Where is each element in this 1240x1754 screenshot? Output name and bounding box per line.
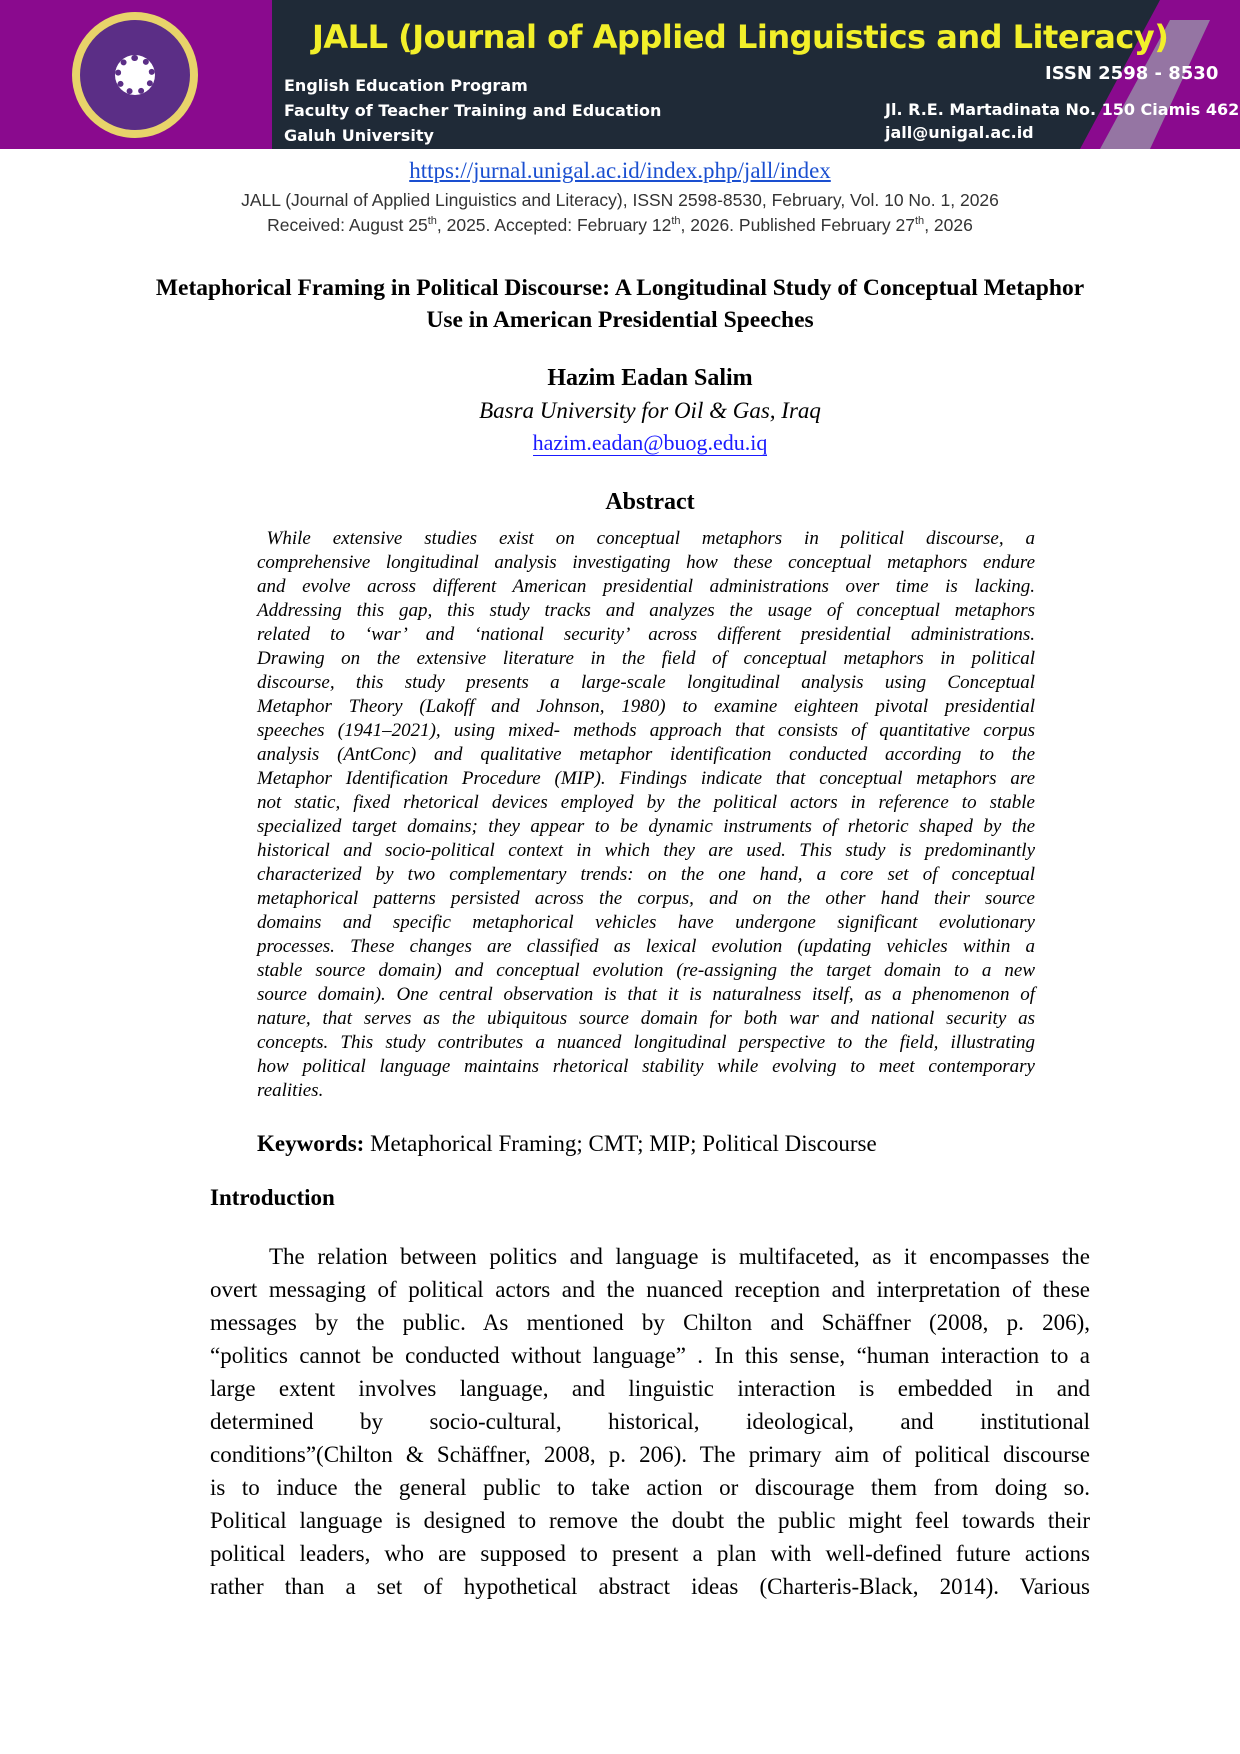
text-line: Metaphor Identification Procedure (MIP).… (257, 768, 1035, 789)
text-line: source domain). One central observation … (257, 984, 1035, 1005)
accepted-date: , 2025. Accepted: February 12 (436, 215, 672, 235)
introduction-text: The relation between politics and langua… (210, 1240, 1090, 1603)
text-line: analysis (AntConc) and qualitative metap… (257, 744, 1035, 765)
journal-citation-line: JALL (Journal of Applied Linguistics and… (241, 190, 999, 210)
published-year: , 2026 (924, 215, 973, 235)
university-seal-logo (72, 12, 198, 138)
text-line: specialized target domains; they appear … (257, 816, 1035, 837)
abstract-text: While extensive studies exist on concept… (257, 527, 1035, 1103)
text-line: domains and specific metaphorical vehicl… (257, 912, 1035, 933)
text-line: stable source domain) and conceptual evo… (257, 960, 1035, 981)
text-line: and evolve across different American pre… (257, 576, 1035, 597)
banner-decoration (1080, 0, 1240, 149)
text-line: speeches (1941–2021), using mixed- metho… (257, 720, 1035, 741)
keywords: Keywords: Metaphorical Framing; CMT; MIP… (257, 1131, 877, 1157)
text-line: comprehensive longitudinal analysis inve… (257, 552, 1035, 573)
banner-university: Galuh University (284, 126, 434, 145)
banner-issn: ISSN 2598 - 8530 (1045, 63, 1219, 84)
text-line: “politics cannot be conducted without la… (210, 1343, 1090, 1368)
banner-faculty: Faculty of Teacher Training and Educatio… (284, 101, 662, 120)
text-line: characterized by two complementary trend… (257, 864, 1035, 885)
introduction-heading: Introduction (210, 1185, 335, 1210)
text-line: determined by socio-cultural, historical… (210, 1409, 1090, 1434)
author-affiliation: Basra University for Oil & Gas, Iraq (479, 398, 821, 423)
paper-title: Metaphorical Framing in Political Discou… (155, 275, 1085, 333)
text-line: concepts. This study contributes a nuanc… (257, 1032, 1035, 1053)
text-line: large extent involves language, and ling… (210, 1376, 1090, 1401)
text-line: realities. (257, 1080, 324, 1101)
banner-email: jall@unigal.ac.id (885, 123, 1034, 142)
journal-banner: JALL (Journal of Applied Linguistics and… (0, 0, 1240, 149)
flower-emblem-icon (115, 55, 155, 95)
author-name: Hazim Eadan Salim (547, 365, 753, 391)
text-line: not static, fixed rhetorical devices emp… (257, 792, 1035, 813)
text-line: processes. These changes are classified … (257, 936, 1035, 957)
text-line: The relation between politics and langua… (269, 1244, 1090, 1269)
text-line: Metaphor Theory (Lakoff and Johnson, 198… (257, 696, 1035, 717)
author-email-line: hazim.eadan@buog.edu.iq (0, 430, 1240, 456)
text-line: Addressing this gap, this study tracks a… (257, 600, 1035, 621)
banner-address: Jl. R.E. Martadinata No. 150 Ciamis 4625… (885, 100, 1240, 119)
text-line: messages by the public. As mentioned by … (210, 1310, 1090, 1335)
text-line: metaphorical patterns persisted across t… (257, 888, 1035, 909)
keywords-value: Metaphorical Framing; CMT; MIP; Politica… (364, 1131, 877, 1156)
ordinal-suffix: th (671, 215, 681, 228)
text-line: how political language maintains rhetori… (257, 1056, 1035, 1077)
text-line: While extensive studies exist on concept… (257, 528, 1036, 549)
author-email-link[interactable]: hazim.eadan@buog.edu.iq (532, 430, 768, 456)
banner-program: English Education Program (284, 76, 528, 95)
dates-line: Received: August 25th, 2025. Accepted: F… (0, 215, 1240, 236)
text-line: conditions”(Chilton & Schäffner, 2008, p… (210, 1442, 1090, 1467)
text-line: discourse, this study presents a large-s… (257, 672, 1035, 693)
text-line: nature, that serves as the ubiquitous so… (257, 1008, 1035, 1029)
text-line: Drawing on the extensive literature in t… (257, 648, 1035, 669)
text-line: historical and socio-political context i… (257, 840, 1035, 861)
text-line: related to ‘war’ and ‘national security’… (257, 624, 1035, 645)
published-date: , 2026. Published February 27 (680, 215, 915, 235)
text-line: rather than a set of hypothetical abstra… (210, 1574, 1090, 1599)
journal-url-link[interactable]: https://jurnal.unigal.ac.id/index.php/ja… (409, 158, 831, 183)
text-line: Political language is designed to remove… (210, 1508, 1090, 1533)
text-line: is to induce the general public to take … (210, 1475, 1090, 1500)
journal-title: JALL (Journal of Applied Linguistics and… (312, 18, 1169, 56)
ordinal-suffix: th (427, 215, 437, 228)
journal-url-line: https://jurnal.unigal.ac.id/index.php/ja… (0, 158, 1240, 184)
text-line: political leaders, who are supposed to p… (210, 1541, 1090, 1566)
keywords-label: Keywords: (257, 1131, 365, 1156)
ordinal-suffix: th (915, 215, 925, 228)
received-date: Received: August 25 (267, 215, 428, 235)
abstract-heading: Abstract (605, 489, 695, 515)
text-line: overt messaging of political actors and … (210, 1277, 1090, 1302)
